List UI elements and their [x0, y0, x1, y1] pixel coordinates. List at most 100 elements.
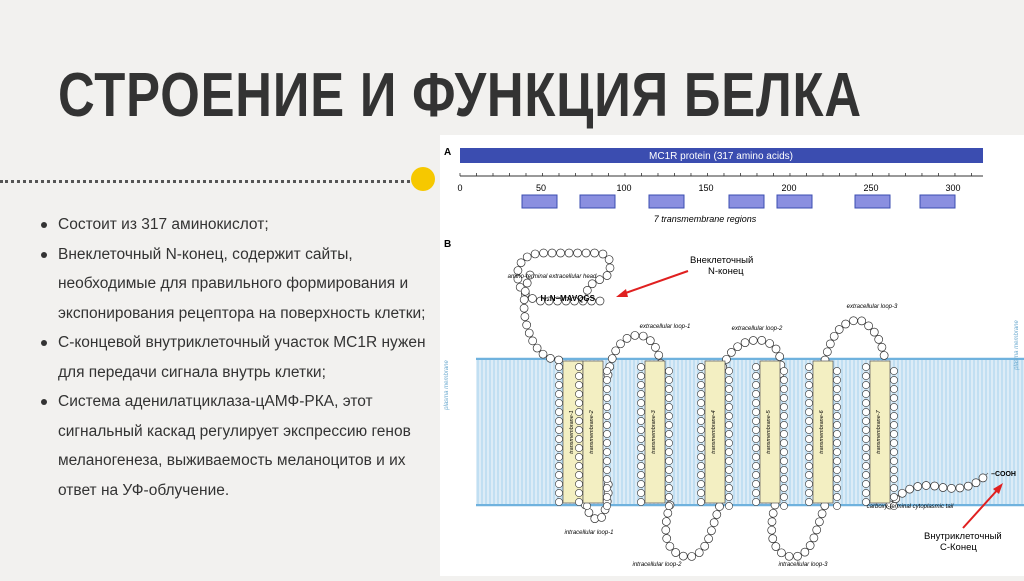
amino-acid-bead: [849, 316, 858, 326]
amino-acid-bead: [862, 399, 870, 407]
transmembrane-helix: transmembrane-5: [752, 360, 788, 510]
amino-acid-bead: [805, 363, 813, 371]
amino-acid-bead: [712, 510, 722, 519]
amino-acid-bead: [637, 480, 645, 488]
amino-acid-bead: [522, 278, 532, 288]
amino-acid-bead: [752, 462, 760, 470]
amino-acid-bead: [662, 534, 672, 543]
panel-b-label: B: [444, 239, 451, 250]
amino-acid-bead: [665, 466, 673, 474]
amino-acid-bead: [678, 551, 688, 561]
amino-acid-bead: [752, 453, 760, 461]
amino-acid-bead: [890, 466, 898, 474]
amino-acid-bead: [704, 534, 713, 544]
amino-acid-bead: [857, 316, 867, 326]
amino-acid-bead: [833, 457, 841, 465]
amino-acid-bead: [890, 421, 898, 429]
transmembrane-helix: transmembrane-4: [697, 360, 733, 510]
amino-acid-bead: [725, 376, 733, 384]
carboxy-tail-label: carboxy-terminal cytoplasmic tail: [867, 504, 954, 510]
amino-acid-bead: [697, 417, 705, 425]
amino-acid-bead: [752, 435, 760, 443]
amino-acid-bead: [546, 353, 555, 363]
amino-acid-bead: [530, 249, 540, 259]
amino-acid-bead: [780, 421, 788, 429]
amino-acid-bead: [697, 444, 705, 452]
amino-acid-bead: [725, 412, 733, 420]
tm-label: transmembrane-4: [711, 410, 717, 453]
amino-acid-bead: [955, 483, 965, 493]
amino-acid-bead: [833, 475, 841, 483]
amino-acid-bead: [833, 430, 841, 438]
amino-acid-bead: [607, 354, 617, 363]
amino-acid-bead: [862, 426, 870, 434]
amino-acid-bead: [862, 462, 870, 470]
amino-acid-bead: [805, 471, 813, 479]
amino-acid-bead: [520, 312, 530, 322]
amino-acid-bead: [665, 493, 673, 501]
bullet-list: Состоит из 317 аминокислот; Внеклеточный…: [38, 210, 438, 505]
amino-acid-bead: [575, 480, 583, 488]
amino-acid-bead: [522, 320, 532, 330]
amino-acid-bead: [697, 390, 705, 398]
amino-acid-bead: [862, 363, 870, 371]
helix-box: [759, 360, 781, 504]
amino-acid-bead: [555, 453, 563, 461]
amino-acid-bead: [637, 426, 645, 434]
amino-acid-bead: [725, 430, 733, 438]
amino-acid-bead: [697, 363, 705, 371]
amino-acid-bead: [519, 295, 529, 305]
amino-acid-bead: [575, 471, 583, 479]
amino-acid-bead: [555, 489, 563, 497]
transmembrane-helix: transmembrane-6: [805, 360, 841, 510]
amino-acid-bead: [862, 390, 870, 398]
amino-acid-bead: [665, 439, 673, 447]
amino-acid-bead: [578, 296, 588, 306]
bullet-item: Состоит из 317 аминокислот;: [38, 210, 438, 240]
amino-acid-bead: [544, 296, 554, 306]
amino-acid-bead: [555, 399, 563, 407]
amino-acid-bead: [637, 489, 645, 497]
panel-a-label: A: [444, 147, 451, 158]
amino-acid-bead: [665, 475, 673, 483]
amino-acid-bead: [780, 412, 788, 420]
tm-region-box: [521, 194, 558, 209]
amino-acid-bead: [890, 376, 898, 384]
amino-acid-bead: [833, 484, 841, 492]
amino-acid-bead: [638, 331, 648, 341]
amino-acid-bead: [637, 498, 645, 506]
amino-acid-bead: [603, 412, 611, 420]
amino-acid-bead: [665, 376, 673, 384]
amino-acid-bead: [697, 462, 705, 470]
amino-acid-bead: [805, 480, 813, 488]
amino-acid-bead: [637, 435, 645, 443]
c-term-arrowhead: [993, 483, 1003, 494]
amino-acid-bead: [780, 502, 788, 510]
amino-acid-bead: [765, 339, 774, 348]
amino-acid-bead: [771, 542, 781, 551]
amino-acid-bead: [595, 296, 605, 306]
n-terminus-sequence: H₂N–MAVQGS: [540, 294, 595, 303]
amino-acid-bead: [805, 408, 813, 416]
amino-acid-bead: [561, 296, 571, 306]
amino-acid-bead: [555, 435, 563, 443]
chain-path: [523, 274, 561, 361]
amino-acid-bead: [597, 513, 606, 522]
amino-acid-bead: [725, 466, 733, 474]
amino-acid-bead: [780, 430, 788, 438]
amino-acid-bead: [862, 489, 870, 497]
amino-acid-bead: [752, 480, 760, 488]
amino-acid-bead: [665, 484, 673, 492]
bullet-item: С-концевой внутриклеточный участок MC1R …: [38, 328, 438, 387]
amino-acid-bead: [575, 408, 583, 416]
amino-acid-bead: [528, 336, 538, 346]
amino-acid-bead: [595, 275, 604, 285]
amino-acid-bead: [757, 336, 767, 345]
amino-acid-bead: [603, 367, 611, 375]
bullet-item: Система аденилатциклаза-цАМФ-РКА, этот с…: [38, 387, 438, 505]
amino-acid-bead: [829, 331, 839, 341]
amino-acid-bead: [520, 286, 530, 296]
amino-acid-bead: [862, 435, 870, 443]
tm-region-box: [648, 194, 685, 209]
amino-acid-bead: [805, 381, 813, 389]
